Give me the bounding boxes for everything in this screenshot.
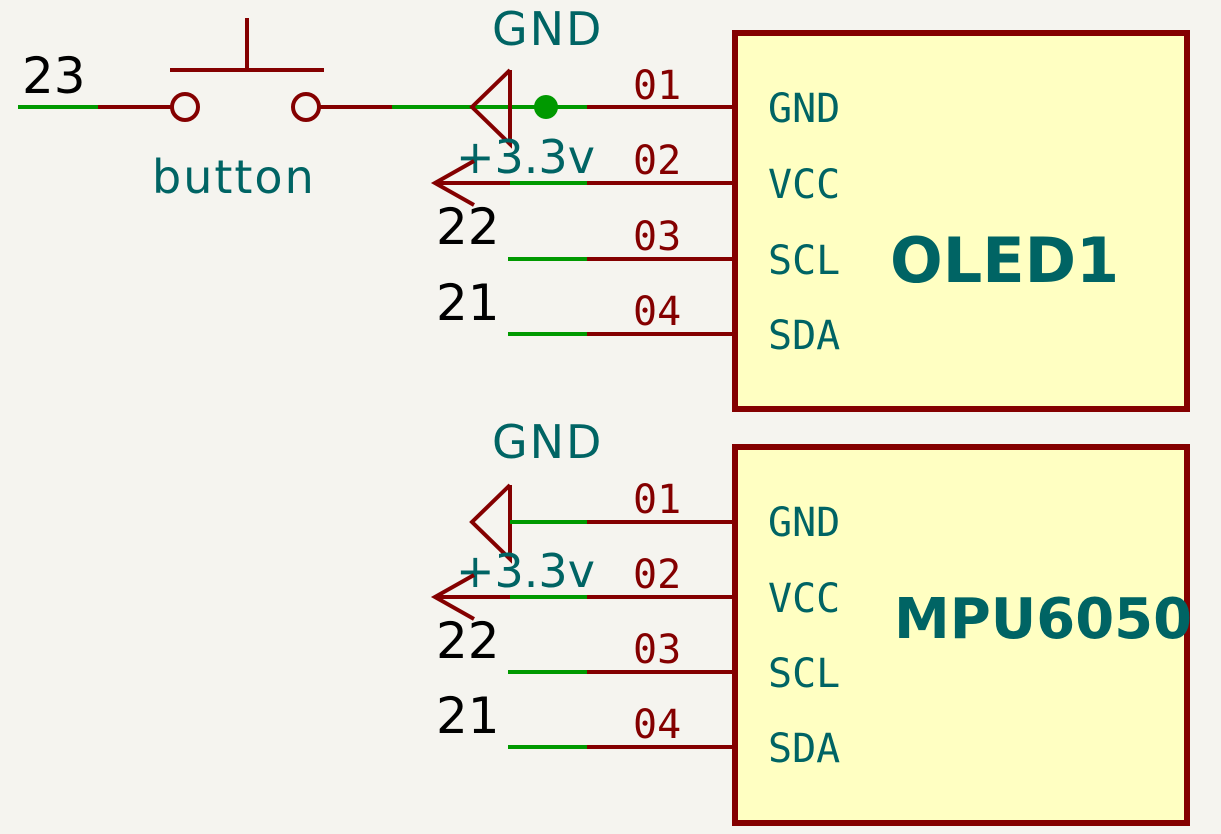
oled-net-label-sda: 21	[436, 274, 500, 332]
mpu-net-label-sda: 21	[436, 687, 500, 745]
oled-net-label-scl: 22	[436, 198, 500, 256]
net-label-23: 23	[22, 47, 86, 105]
mpu-pin-4-number: 04	[633, 702, 681, 748]
button-contact-left	[170, 92, 200, 122]
button-section: 23 button	[18, 18, 587, 204]
oled-pin-4-name: SDA	[768, 313, 840, 359]
oled-vcc-power-label: +3.3v	[456, 130, 595, 184]
mpu-pin-2-name: VCC	[768, 576, 840, 622]
oled-pin-1-number: 01	[633, 63, 681, 109]
mpu-net-label-scl: 22	[436, 612, 500, 670]
oled-gnd-symbol-icon	[469, 68, 512, 149]
oled-pin-2-number: 02	[633, 138, 681, 184]
mpu-gnd-power-label: GND	[492, 415, 603, 469]
oled-section: GND +3.3v 22 21 01 02 03 04 GND VCC SCL …	[430, 2, 1190, 412]
oled-pin-3-number: 03	[633, 214, 681, 260]
oled-reference-label: OLED1	[890, 224, 1119, 297]
mpu-pin-1-number: 01	[633, 477, 681, 523]
mpu-pin-1-name: GND	[768, 500, 840, 546]
oled-pin-3-name: SCL	[768, 238, 840, 284]
mpu-pin-2-number: 02	[633, 552, 681, 598]
mpu-pin-4-name: SDA	[768, 726, 840, 772]
oled-pin-2-name: VCC	[768, 162, 840, 208]
oled-component-body[interactable]	[732, 30, 1190, 412]
mpu-section: GND +3.3v 22 21 01 02 03 04 GND VCC SCL …	[430, 415, 1192, 826]
oled-gnd-power-label: GND	[492, 2, 603, 56]
oled-pin-4-number: 04	[633, 289, 681, 335]
mpu-pin-3-number: 03	[633, 627, 681, 673]
button-label: button	[152, 150, 316, 204]
junction-dot	[534, 95, 558, 119]
mpu-component-body[interactable]	[732, 444, 1190, 826]
mpu-vcc-power-label: +3.3v	[456, 544, 595, 598]
oled-pin-1-name: GND	[768, 86, 840, 132]
mpu-pin-3-name: SCL	[768, 651, 840, 697]
mpu-reference-label: MPU6050	[894, 587, 1192, 652]
